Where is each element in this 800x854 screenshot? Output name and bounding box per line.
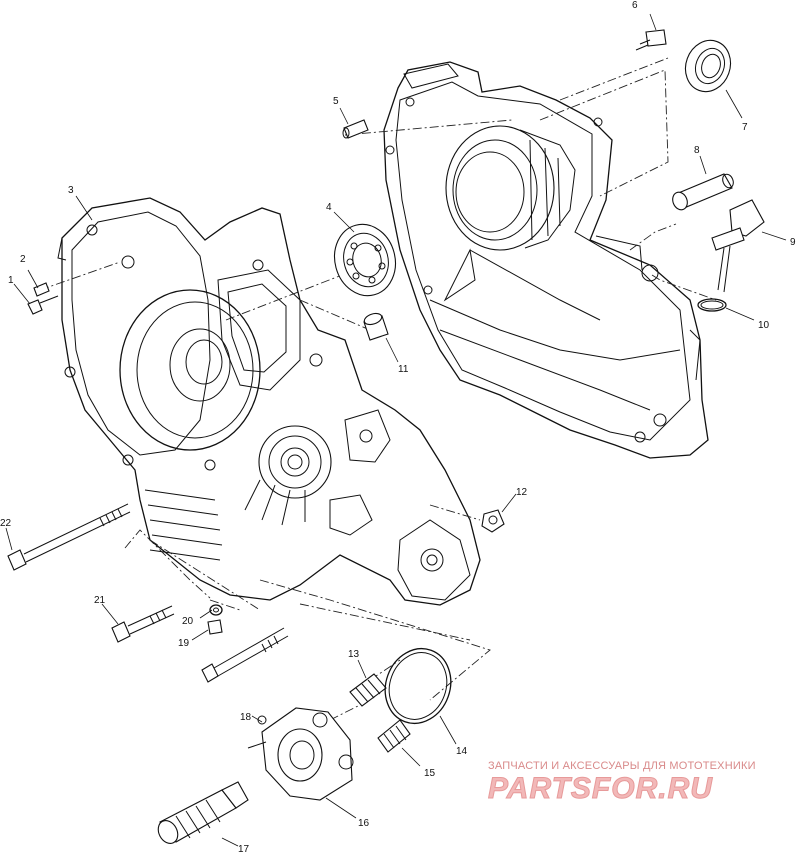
left-crankcase — [57, 197, 481, 606]
watermark-logo: PARTSFOR.RU — [488, 772, 713, 806]
part-5-dowel-pin — [342, 119, 369, 139]
right-crankcase — [383, 61, 709, 459]
callout-13: 13 — [348, 649, 360, 660]
assembly-center-lines — [39, 57, 717, 721]
part-2-dowel-pin — [33, 282, 50, 297]
callout-22: 22 — [0, 518, 12, 529]
part-6-bolt — [635, 29, 667, 51]
callout-6: 6 — [632, 0, 638, 11]
part-7-oil-seal — [684, 39, 732, 93]
part-10-o-ring — [697, 298, 727, 312]
part-12-nut — [481, 509, 505, 533]
callout-18: 18 — [240, 712, 252, 723]
callout-21: 21 — [94, 595, 106, 606]
part-20-washer — [209, 604, 223, 616]
callout-7: 7 — [742, 122, 748, 133]
part-11-bushing — [363, 312, 389, 341]
watermark-caption: ЗАПЧАСТИ И АКСЕССУАРЫ ДЛЯ МОТОТЕХНИКИ — [488, 760, 756, 772]
callout-16: 16 — [358, 818, 370, 829]
part-16-filter-cover — [247, 707, 354, 801]
callout-11: 11 — [398, 364, 409, 375]
callout-9: 9 — [790, 237, 796, 248]
leader-lines — [5, 13, 787, 847]
part-13-spring — [349, 673, 387, 707]
callout-20: 20 — [182, 616, 194, 627]
callout-17: 17 — [238, 844, 250, 854]
callout-10: 10 — [758, 320, 770, 331]
callout-12: 12 — [516, 487, 528, 498]
part-8-shaft — [672, 173, 734, 211]
part-19-drain-plug — [207, 619, 223, 635]
part-15-spring — [377, 719, 411, 753]
callout-4: 4 — [326, 202, 332, 213]
part-14-gasket — [384, 648, 452, 724]
callout-15: 15 — [424, 768, 436, 779]
part-22-long-bolt — [7, 503, 131, 571]
callout-2: 2 — [20, 254, 26, 265]
callout-5: 5 — [333, 96, 339, 107]
callout-3: 3 — [68, 185, 74, 196]
callout-14: 14 — [456, 746, 468, 757]
part-long-stud — [201, 627, 289, 683]
part-9-dipstick — [711, 199, 765, 293]
callout-8: 8 — [694, 145, 700, 156]
part-21-bolt — [111, 605, 175, 643]
part-17-oil-fitting — [157, 781, 249, 844]
callout-19: 19 — [178, 638, 190, 649]
callout-1: 1 — [8, 275, 14, 286]
part-4-bearing — [334, 223, 396, 297]
part-1-bolt — [27, 295, 59, 315]
